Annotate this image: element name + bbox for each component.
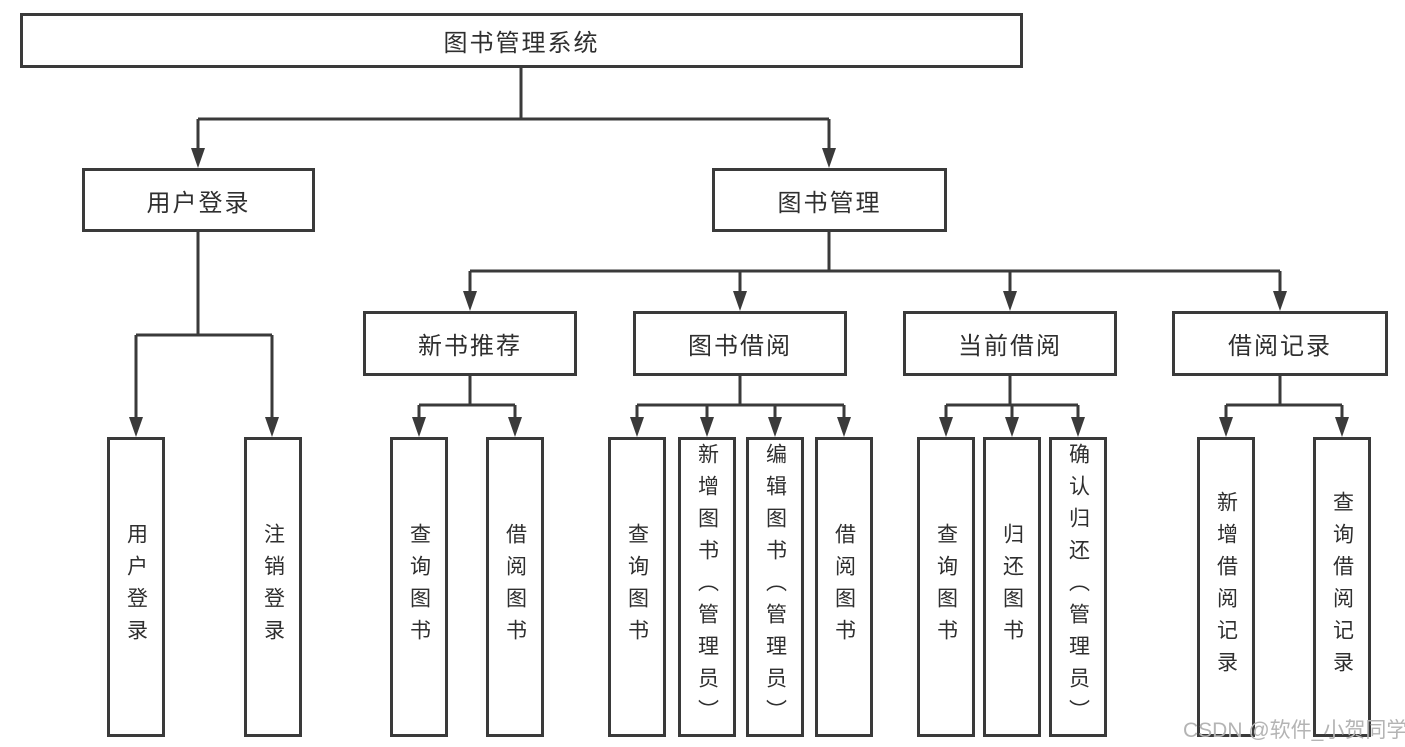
arrow-down-icon bbox=[1003, 291, 1017, 311]
node-leaf-edit-book: 编辑图书（管理员） bbox=[746, 437, 804, 737]
connector bbox=[417, 376, 517, 419]
arrow-down-icon bbox=[265, 417, 279, 437]
arrow-down-icon bbox=[1071, 417, 1085, 437]
node-leaf-query-book-2: 查询图书 bbox=[608, 437, 666, 737]
arrow-down-icon bbox=[733, 291, 747, 311]
arrow-down-icon bbox=[1273, 291, 1287, 311]
node-leaf-query-book-3: 查询图书 bbox=[917, 437, 975, 737]
node-leaf-add-borrow-record: 新增借阅记录 bbox=[1197, 437, 1255, 737]
csdn-watermark: CSDN @软件_小贺同学 bbox=[1183, 719, 1405, 742]
node-leaf-borrow-book-2: 借阅图书 bbox=[815, 437, 873, 737]
connector bbox=[196, 68, 831, 150]
node-label: 新增图书（管理员） bbox=[695, 443, 719, 731]
node-label: 借阅图书 bbox=[503, 523, 527, 651]
arrow-down-icon bbox=[768, 417, 782, 437]
node-leaf-confirm-return: 确认归还（管理员） bbox=[1049, 437, 1107, 737]
arrow-down-icon bbox=[508, 417, 522, 437]
node-leaf-query-book-1: 查询图书 bbox=[390, 437, 448, 737]
connector bbox=[134, 232, 274, 419]
arrow-down-icon bbox=[822, 148, 836, 168]
node-label: 借阅记录 bbox=[1228, 333, 1332, 360]
node-root: 图书管理系统 bbox=[20, 13, 1023, 68]
node-leaf-user-login: 用户登录 bbox=[107, 437, 165, 737]
node-borrow-record: 借阅记录 bbox=[1172, 311, 1388, 376]
arrow-down-icon bbox=[837, 417, 851, 437]
arrow-down-icon bbox=[1335, 417, 1349, 437]
node-label: 查询图书 bbox=[625, 523, 649, 651]
connector bbox=[1224, 376, 1344, 419]
connector bbox=[944, 376, 1080, 419]
node-leaf-return-book: 归还图书 bbox=[983, 437, 1041, 737]
node-leaf-logout: 注销登录 bbox=[244, 437, 302, 737]
node-label: 查询图书 bbox=[407, 523, 431, 651]
node-label: 借阅图书 bbox=[832, 523, 856, 651]
connector bbox=[635, 376, 846, 419]
node-label: 图书管理 bbox=[777, 189, 882, 217]
arrow-down-icon bbox=[939, 417, 953, 437]
node-label: 图书借阅 bbox=[688, 333, 792, 360]
node-label: 确认归还（管理员） bbox=[1066, 443, 1090, 731]
node-new-book-recommend: 新书推荐 bbox=[363, 311, 577, 376]
arrow-down-icon bbox=[412, 417, 426, 437]
node-label: 注销登录 bbox=[261, 523, 285, 651]
node-label: 用户登录 bbox=[146, 189, 251, 217]
node-label: 查询借阅记录 bbox=[1330, 491, 1354, 683]
node-book-management: 图书管理 bbox=[712, 168, 947, 232]
node-current-borrow: 当前借阅 bbox=[903, 311, 1117, 376]
node-label: 用户登录 bbox=[124, 523, 148, 651]
arrow-down-icon bbox=[1219, 417, 1233, 437]
node-label: 新增借阅记录 bbox=[1214, 491, 1238, 683]
arrow-down-icon bbox=[1005, 417, 1019, 437]
node-leaf-add-book: 新增图书（管理员） bbox=[678, 437, 736, 737]
arrow-down-icon bbox=[630, 417, 644, 437]
node-user-login: 用户登录 bbox=[82, 168, 315, 232]
arrow-down-icon bbox=[463, 291, 477, 311]
node-leaf-borrow-book-1: 借阅图书 bbox=[486, 437, 544, 737]
arrow-down-icon bbox=[129, 417, 143, 437]
arrow-down-icon bbox=[191, 148, 205, 168]
arrow-down-icon bbox=[700, 417, 714, 437]
node-label: 新书推荐 bbox=[418, 333, 522, 360]
connector bbox=[468, 232, 1282, 293]
node-book-borrow: 图书借阅 bbox=[633, 311, 847, 376]
node-label: 图书管理系统 bbox=[443, 30, 600, 57]
node-leaf-query-borrow-record: 查询借阅记录 bbox=[1313, 437, 1371, 737]
node-label: 归还图书 bbox=[1000, 523, 1024, 651]
node-label: 当前借阅 bbox=[958, 333, 1062, 360]
node-label: 查询图书 bbox=[934, 523, 958, 651]
node-label: 编辑图书（管理员） bbox=[763, 443, 787, 731]
